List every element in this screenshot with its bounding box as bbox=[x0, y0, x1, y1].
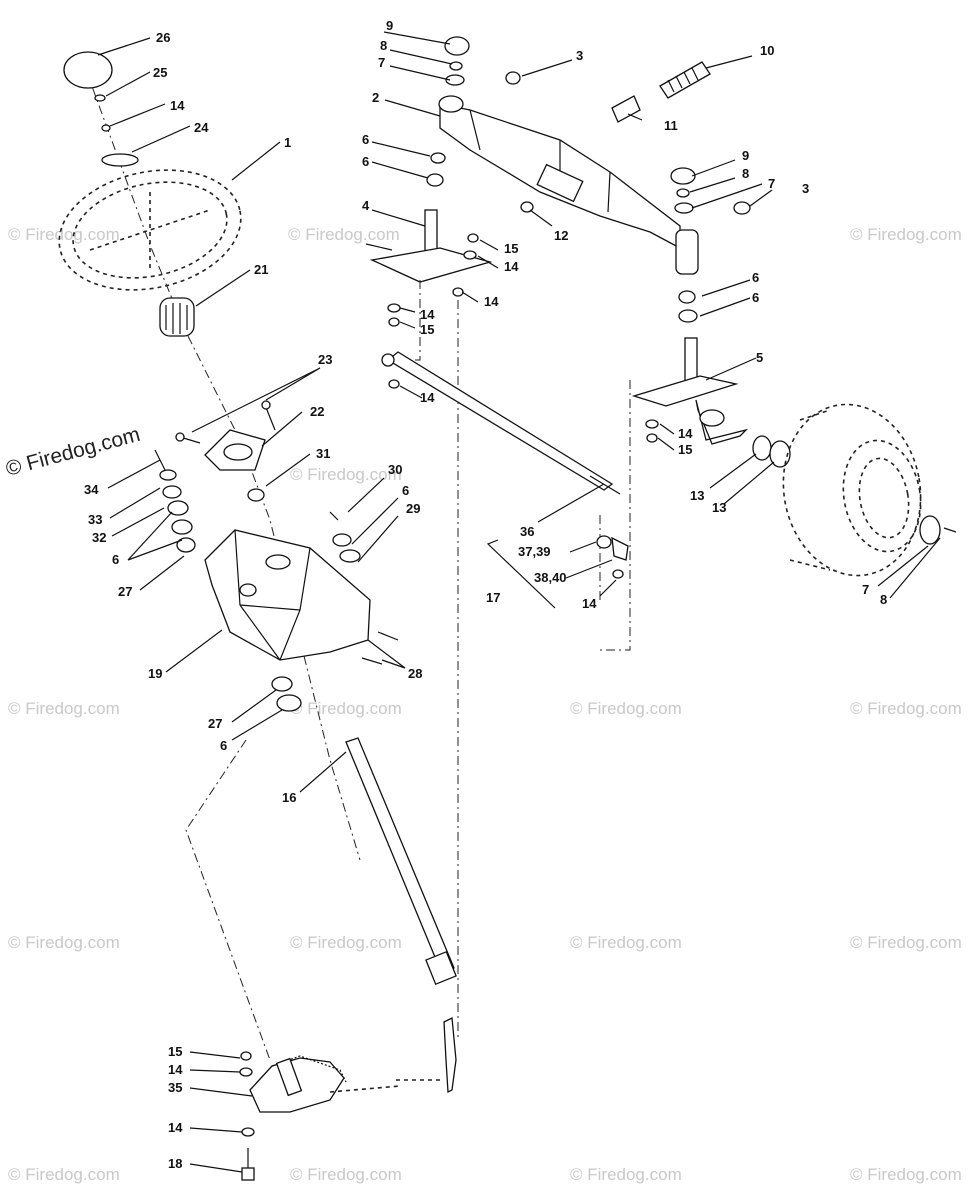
callout-label: 9 bbox=[386, 18, 393, 33]
callout-label: 15 bbox=[168, 1044, 182, 1059]
callout-label: 14 bbox=[582, 596, 597, 611]
watermark: © Firedog.com bbox=[290, 465, 402, 484]
callout-label: 27 bbox=[118, 584, 132, 599]
callout-label: 13 bbox=[690, 488, 704, 503]
callout-label: 10 bbox=[760, 43, 774, 58]
callout-label: 18 bbox=[168, 1156, 182, 1171]
callout-label: 26 bbox=[156, 30, 170, 45]
callout-label: 29 bbox=[406, 501, 420, 516]
callout-label: 34 bbox=[84, 482, 99, 497]
watermark: © Firedog.com bbox=[8, 225, 120, 244]
watermark: © Firedog.com bbox=[8, 933, 120, 952]
watermark-main: © Firedog.com bbox=[3, 423, 142, 481]
callout-label: 23 bbox=[318, 352, 332, 367]
watermark: © Firedog.com bbox=[570, 933, 682, 952]
callout-label: 14 bbox=[484, 294, 499, 309]
callout-label: 38,40 bbox=[534, 570, 567, 585]
callout-label: 14 bbox=[170, 98, 185, 113]
callout-label: 3 bbox=[576, 48, 583, 63]
callout-labels: 26 25 14 24 1 21 23 22 31 34 33 32 6 27 … bbox=[84, 18, 887, 1171]
callout-label: 7 bbox=[378, 55, 385, 70]
callout-label: 17 bbox=[486, 590, 500, 605]
callout-label: 21 bbox=[254, 262, 268, 277]
callout-label: 36 bbox=[520, 524, 534, 539]
callout-label: 24 bbox=[194, 120, 209, 135]
callout-label: 30 bbox=[388, 462, 402, 477]
front-wheel bbox=[782, 403, 922, 577]
steering-wheel bbox=[58, 169, 242, 291]
callout-label: 31 bbox=[316, 446, 330, 461]
steering-knob bbox=[63, 51, 113, 89]
callout-label: 6 bbox=[362, 132, 369, 147]
callout-label: 6 bbox=[752, 290, 759, 305]
watermark: © Firedog.com bbox=[8, 699, 120, 718]
callout-label: 6 bbox=[112, 552, 119, 567]
callout-label: 32 bbox=[92, 530, 106, 545]
callout-label: 6 bbox=[402, 483, 409, 498]
steering-column-group bbox=[58, 51, 457, 1181]
callout-label: 37,39 bbox=[518, 544, 551, 559]
callout-label: 14 bbox=[678, 426, 693, 441]
front-axle-group bbox=[365, 36, 957, 1040]
callout-label: 5 bbox=[756, 350, 763, 365]
watermark: © Firedog.com bbox=[290, 1165, 402, 1184]
watermark: © Firedog.com bbox=[290, 699, 402, 718]
callout-label: 22 bbox=[310, 404, 324, 419]
callout-label: 3 bbox=[802, 181, 809, 196]
watermark: © Firedog.com bbox=[8, 1165, 120, 1184]
callout-label: 15 bbox=[504, 241, 518, 256]
steering-shaft bbox=[345, 737, 455, 975]
callout-label: 14 bbox=[420, 307, 435, 322]
callout-label: 4 bbox=[362, 198, 370, 213]
callout-label: 6 bbox=[752, 270, 759, 285]
tie-rod bbox=[386, 351, 614, 491]
watermark: © Firedog.com bbox=[850, 933, 962, 952]
watermark: © Firedog.com bbox=[850, 699, 962, 718]
callout-label: 6 bbox=[220, 738, 227, 753]
steering-support-bracket bbox=[204, 529, 371, 661]
callout-label: 16 bbox=[282, 790, 296, 805]
callout-label: 1 bbox=[284, 135, 291, 150]
watermark: © Firedog.com bbox=[288, 225, 400, 244]
callout-label: 14 bbox=[168, 1120, 183, 1135]
callout-label: 7 bbox=[768, 176, 775, 191]
leader-lines bbox=[97, 31, 941, 1173]
callout-label: 7 bbox=[862, 582, 869, 597]
callout-label: 8 bbox=[880, 592, 887, 607]
watermark: © Firedog.com bbox=[850, 1165, 962, 1184]
callout-label: 27 bbox=[208, 716, 222, 731]
callout-label: 12 bbox=[554, 228, 568, 243]
callout-label: 9 bbox=[742, 148, 749, 163]
callout-label: 19 bbox=[148, 666, 162, 681]
callout-label: 2 bbox=[372, 90, 379, 105]
callout-label: 25 bbox=[153, 65, 167, 80]
watermark: © Firedog.com bbox=[290, 933, 402, 952]
callout-label: 15 bbox=[678, 442, 692, 457]
watermark-layer: © Firedog.com © Firedog.com © Firedog.co… bbox=[3, 225, 961, 1184]
callout-label: 6 bbox=[362, 154, 369, 169]
callout-label: 14 bbox=[420, 390, 435, 405]
callout-label: 8 bbox=[742, 166, 749, 181]
callout-label: 28 bbox=[408, 666, 422, 681]
steering-adapter bbox=[159, 297, 195, 337]
callout-label: 14 bbox=[168, 1062, 183, 1077]
watermark: © Firedog.com bbox=[570, 699, 682, 718]
watermark: © Firedog.com bbox=[570, 1165, 682, 1184]
callout-label: 15 bbox=[420, 322, 434, 337]
callout-label: 11 bbox=[664, 118, 678, 133]
callout-label: 33 bbox=[88, 512, 102, 527]
callout-label: 8 bbox=[380, 38, 387, 53]
callout-label: 13 bbox=[712, 500, 726, 515]
watermark: © Firedog.com bbox=[850, 225, 962, 244]
callout-label: 14 bbox=[504, 259, 519, 274]
callout-label: 35 bbox=[168, 1080, 182, 1095]
